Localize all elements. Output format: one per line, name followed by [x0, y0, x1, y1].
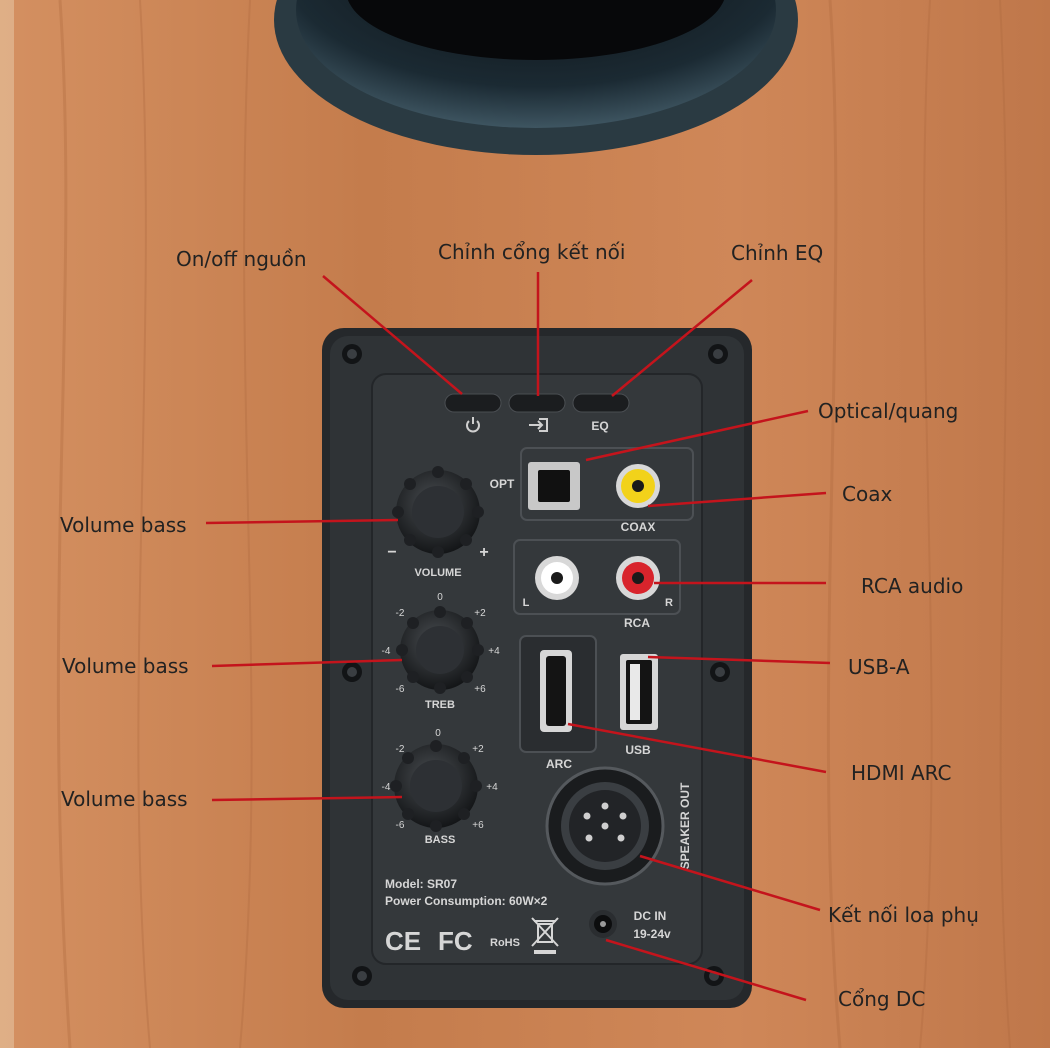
power-button[interactable] — [444, 393, 502, 433]
bass-scale-p6: +6 — [472, 820, 484, 831]
callout-dc-port: Cổng DC — [838, 987, 926, 1011]
bass-port — [274, 0, 798, 155]
treb-scale-p4: +4 — [488, 646, 500, 657]
wood-grain — [56, 0, 1011, 1048]
callout-bass-knob: Volume bass — [61, 787, 188, 811]
callout-volume-knob: Volume bass — [60, 513, 187, 537]
rca-label: RCA — [624, 616, 650, 630]
bass-label: BASS — [425, 834, 456, 846]
volume-label: VOLUME — [414, 567, 461, 579]
eq-button[interactable]: EQ — [572, 393, 630, 433]
ce-mark: CE — [385, 926, 421, 956]
cabinet-edge — [0, 0, 14, 1048]
treb-scale-p2: +2 — [474, 608, 486, 619]
bass-scale-m2: -2 — [396, 744, 405, 755]
volume-plus-label: + — [479, 544, 488, 561]
fc-mark: FC — [438, 926, 473, 956]
bass-knob[interactable] — [390, 740, 482, 832]
usb-a-port[interactable] — [620, 654, 658, 730]
power-consumption-text: Power Consumption: 60W×2 — [385, 894, 548, 908]
rohs-mark: RoHS — [490, 937, 520, 949]
leader-lines — [205, 272, 831, 1002]
opt-label: OPT — [490, 477, 515, 491]
dc-voltage-label: 19-24v — [633, 927, 671, 941]
callout-rca-audio: RCA audio — [861, 574, 964, 598]
volume-minus-label: − — [387, 544, 396, 561]
panel-screws — [342, 344, 730, 986]
treb-scale-p6: +6 — [474, 684, 486, 695]
callout-subwoofer-output: Kết nối loa phụ — [828, 903, 979, 927]
treb-label: TREB — [425, 699, 455, 711]
bass-scale-p2: +2 — [472, 744, 484, 755]
rca-left-jack[interactable] — [535, 556, 579, 600]
usb-label: USB — [625, 743, 651, 757]
speaker-out-port[interactable] — [545, 766, 665, 886]
treble-scale: 0 -2 +2 -4 +4 -6 +6 — [382, 592, 501, 695]
volume-knob[interactable] — [392, 466, 484, 558]
coax-jack[interactable] — [616, 464, 660, 508]
rca-r-label: R — [665, 597, 673, 609]
callout-input-select: Chỉnh cổng kết nối — [438, 240, 626, 264]
callout-treble-knob: Volume bass — [62, 654, 189, 678]
model-text: Model: SR07 — [385, 877, 457, 891]
bass-scale-m4: -4 — [382, 782, 391, 793]
rca-right-jack[interactable] — [616, 556, 660, 600]
bass-scale-0: 0 — [435, 728, 441, 739]
treb-scale-m4: -4 — [382, 646, 391, 657]
optical-port[interactable] — [520, 447, 694, 521]
treb-scale-m2: -2 — [396, 608, 405, 619]
rca-group: L R — [513, 539, 681, 615]
bass-scale-m6: -6 — [396, 820, 405, 831]
callout-hdmi-arc: HDMI ARC — [851, 761, 952, 785]
bass-scale: 0 -2 +2 -4 +4 -6 +6 — [382, 728, 499, 831]
treb-scale-0: 0 — [437, 592, 443, 603]
rca-l-label: L — [523, 597, 530, 609]
speaker-out-label: SPEAKER OUT — [678, 782, 692, 869]
dc-in-label: DC IN — [634, 909, 667, 923]
callout-power-on-off: On/off nguồn — [176, 247, 307, 271]
callout-coax: Coax — [842, 482, 893, 506]
input-icon — [529, 418, 548, 432]
callout-usb-a: USB-A — [848, 655, 910, 679]
treble-knob[interactable] — [396, 606, 484, 694]
eq-button-label: EQ — [591, 419, 608, 433]
bass-scale-p4: +4 — [486, 782, 498, 793]
coax-label: COAX — [621, 520, 656, 534]
arc-label: ARC — [546, 757, 572, 771]
power-icon — [466, 417, 480, 433]
weee-bin-icon — [531, 917, 559, 954]
dc-in-jack[interactable] — [589, 910, 617, 938]
treb-scale-m6: -6 — [396, 684, 405, 695]
callout-eq: Chỉnh EQ — [731, 241, 824, 265]
callout-optical: Optical/quang — [818, 399, 959, 423]
hdmi-arc-port[interactable] — [519, 635, 597, 753]
